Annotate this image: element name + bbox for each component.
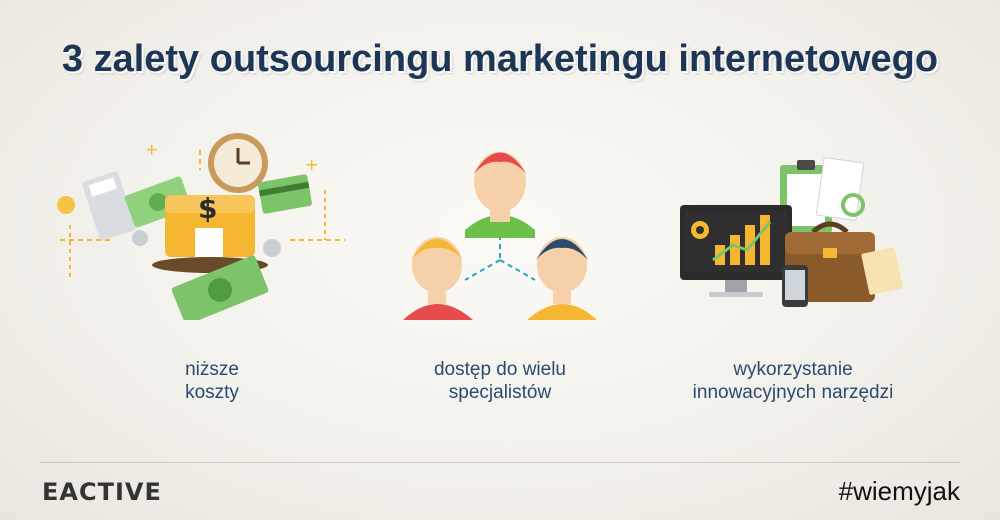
eactive-logo: EACTIVE [42, 478, 162, 506]
benefit-caption-line: innowacyjnych narzędzi [692, 382, 894, 403]
benefit-caption-line: specjalistów [448, 382, 552, 403]
benefit-caption-line: koszty [185, 382, 239, 403]
money-savings-icon: + + $ [57, 133, 345, 320]
tools-devices-icon [680, 156, 903, 307]
svg-text:+: + [145, 140, 158, 159]
benefit-caption-3: wykorzystanie innowacyjnych narzędzi [643, 358, 943, 404]
benefit-caption-line: niższe [185, 359, 239, 380]
team-specialists-icon [403, 152, 597, 320]
benefit-caption-line: dostęp do wielu [433, 359, 567, 380]
svg-text:+: + [305, 155, 318, 174]
footer-divider [40, 462, 960, 463]
benefit-caption-2: dostęp do wielu specjalistów [350, 358, 650, 404]
benefit-caption-line: wykorzystanie [733, 359, 853, 380]
benefit-caption-1: niższe koszty [62, 358, 362, 404]
svg-text:$: $ [198, 192, 217, 225]
page-title: 3 zalety outsourcingu marketingu interne… [61, 38, 939, 80]
hashtag: #wiemyjak [838, 476, 960, 506]
